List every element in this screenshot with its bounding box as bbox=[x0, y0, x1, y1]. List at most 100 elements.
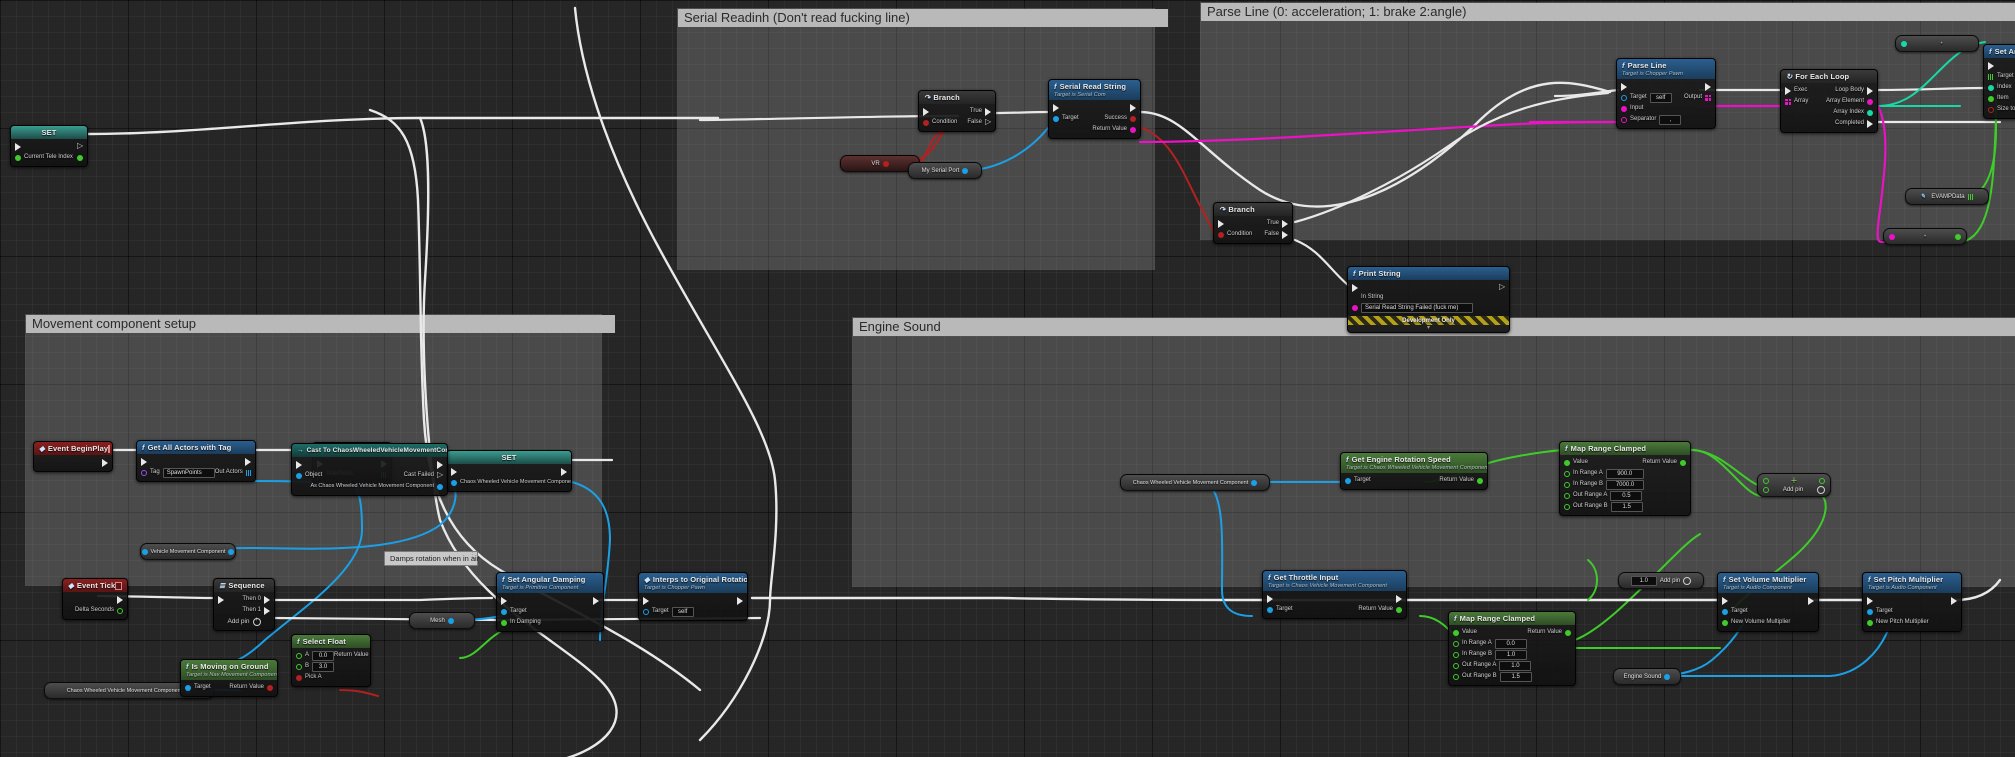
in-range-a-pin[interactable] bbox=[1453, 640, 1459, 647]
exec-out-pin[interactable] bbox=[117, 595, 123, 604]
out-range-b-field[interactable]: 1.5 bbox=[1610, 501, 1643, 512]
target-pin[interactable] bbox=[1722, 608, 1728, 615]
separator-field[interactable]: , bbox=[1659, 114, 1682, 125]
node-for-each-loop[interactable]: ↻For Each Loop Exec Loop Body Array Arra… bbox=[1780, 69, 1878, 133]
target-pin[interactable] bbox=[185, 684, 191, 691]
out-range-b-pin[interactable] bbox=[1453, 673, 1459, 680]
new-volume-multiplier-pin[interactable] bbox=[1722, 619, 1728, 626]
in-string-pin[interactable] bbox=[1352, 304, 1358, 311]
in-range-b-field[interactable]: 1.0 bbox=[1495, 649, 1528, 660]
target-field[interactable]: self bbox=[1649, 92, 1672, 103]
node-set-current-tele-index[interactable]: SET Current Tele Index bbox=[10, 125, 88, 167]
exec-out-pin[interactable] bbox=[77, 142, 83, 151]
index-pin[interactable] bbox=[1988, 84, 1994, 91]
target-pin[interactable] bbox=[643, 608, 649, 615]
exec-in-pin[interactable] bbox=[451, 467, 457, 476]
return-value-pin[interactable] bbox=[267, 684, 273, 691]
exec-out-pin[interactable] bbox=[1396, 594, 1402, 603]
node-event-tick[interactable]: ◆Event Tick Delta Seconds bbox=[62, 578, 128, 620]
in-range-a-field[interactable]: 0.0 bbox=[1494, 638, 1527, 649]
output-pin[interactable] bbox=[1251, 479, 1258, 486]
exec-out-pin[interactable] bbox=[561, 467, 567, 476]
input-pin[interactable] bbox=[1901, 40, 1907, 47]
add-input-b-pin[interactable] bbox=[1763, 487, 1769, 493]
output-pin[interactable] bbox=[882, 160, 889, 167]
comment-title[interactable]: Serial Readinh (Don't read fucking line) bbox=[678, 9, 1168, 27]
exec-out-pin[interactable] bbox=[593, 596, 599, 605]
exec-in-pin[interactable] bbox=[141, 457, 147, 466]
exec-in-pin[interactable] bbox=[1053, 103, 1059, 112]
then-0-pin[interactable] bbox=[264, 595, 270, 604]
out-range-a-pin[interactable] bbox=[1453, 662, 1459, 669]
exec-out-pin[interactable] bbox=[737, 596, 743, 605]
node-cast-to-chaos-wheeled-vehicle-movement-component[interactable]: →Cast To ChaosWheeledVehicleMovementComp… bbox=[291, 443, 448, 496]
exec-in-pin[interactable] bbox=[643, 596, 649, 605]
target-array-pin[interactable] bbox=[1988, 73, 1994, 80]
node-branch-2[interactable]: ↷Branch True Condition False bbox=[1213, 202, 1293, 244]
comment-box-serial[interactable]: Serial Readinh (Don't read fucking line) bbox=[677, 8, 1168, 270]
tag-field[interactable]: SpawnPoints bbox=[162, 467, 215, 478]
target-pin[interactable] bbox=[1053, 115, 1059, 122]
exec-out-pin[interactable] bbox=[102, 458, 108, 467]
tag-pin[interactable] bbox=[141, 469, 147, 476]
output-array-pin[interactable] bbox=[1967, 193, 1974, 200]
comment-title[interactable]: Movement component setup bbox=[26, 315, 615, 333]
completed-pin[interactable] bbox=[1867, 119, 1873, 128]
exec-out-pin[interactable] bbox=[245, 457, 251, 466]
node-branch-1[interactable]: ↷Branch True Condition False bbox=[918, 90, 996, 132]
exec-in-pin[interactable] bbox=[1621, 82, 1627, 91]
value-pin[interactable] bbox=[1453, 629, 1459, 636]
separator-pin[interactable] bbox=[1621, 116, 1627, 123]
a-field[interactable]: 0.0 bbox=[312, 650, 335, 661]
new-pitch-multiplier-pin[interactable] bbox=[1867, 619, 1873, 626]
variable-node-vehicle-movement-component[interactable]: Vehicle Movement Component bbox=[140, 543, 236, 560]
return-value-pin[interactable] bbox=[1565, 629, 1571, 636]
b-field[interactable]: 3.0 bbox=[312, 661, 335, 672]
resize-grip-icon[interactable]: ⋮ bbox=[470, 552, 475, 558]
a-pin[interactable] bbox=[296, 652, 302, 659]
output-pin[interactable] bbox=[77, 154, 83, 161]
exec-out-pin[interactable] bbox=[1705, 82, 1711, 91]
variable-node-engine-sound[interactable]: Engine Sound bbox=[1613, 668, 1681, 685]
size-to-fit-pin[interactable] bbox=[1988, 106, 1994, 113]
exec-out-pin[interactable] bbox=[1951, 596, 1957, 605]
out-range-b-pin[interactable] bbox=[1564, 503, 1570, 510]
out-range-a-field[interactable]: 1.0 bbox=[1499, 660, 1532, 671]
exec-out-pin[interactable] bbox=[1130, 103, 1136, 112]
node-event-begin-play[interactable]: ◆Event BeginPlay bbox=[33, 441, 113, 472]
node-interps-to-original-rotation[interactable]: ◆Interps to Original Rotation Target is … bbox=[638, 572, 748, 621]
variable-node-mesh[interactable]: Mesh bbox=[409, 612, 475, 629]
target-pin[interactable] bbox=[501, 608, 507, 615]
float-literal-field[interactable]: 1.0 bbox=[1630, 575, 1657, 586]
exec-in-pin[interactable] bbox=[1267, 594, 1273, 603]
exec-in-pin[interactable] bbox=[218, 595, 224, 604]
return-value-pin[interactable] bbox=[1130, 126, 1136, 133]
exec-out-pin[interactable] bbox=[1808, 596, 1814, 605]
exec-in-pin[interactable] bbox=[1352, 283, 1358, 292]
in-damping-pin[interactable] bbox=[501, 619, 507, 626]
input-pin[interactable] bbox=[1889, 233, 1895, 240]
loop-body-pin[interactable] bbox=[1867, 86, 1873, 95]
node-sequence[interactable]: ≣Sequence Then 0 Then 1 Add pin bbox=[213, 578, 275, 631]
then-1-pin[interactable] bbox=[264, 606, 270, 615]
delta-seconds-pin[interactable] bbox=[117, 607, 123, 614]
out-actors-pin[interactable] bbox=[245, 469, 252, 476]
out-range-a-pin[interactable] bbox=[1564, 492, 1570, 499]
target-pin[interactable] bbox=[1621, 94, 1627, 101]
variable-node-evamp-data[interactable]: ✎ EVAMPData bbox=[1905, 188, 1989, 205]
node-add-float[interactable]: + Add pin bbox=[1757, 473, 1831, 497]
target-pin[interactable] bbox=[1267, 606, 1273, 613]
target-pin[interactable] bbox=[1345, 477, 1351, 484]
condition-pin[interactable] bbox=[923, 119, 929, 126]
